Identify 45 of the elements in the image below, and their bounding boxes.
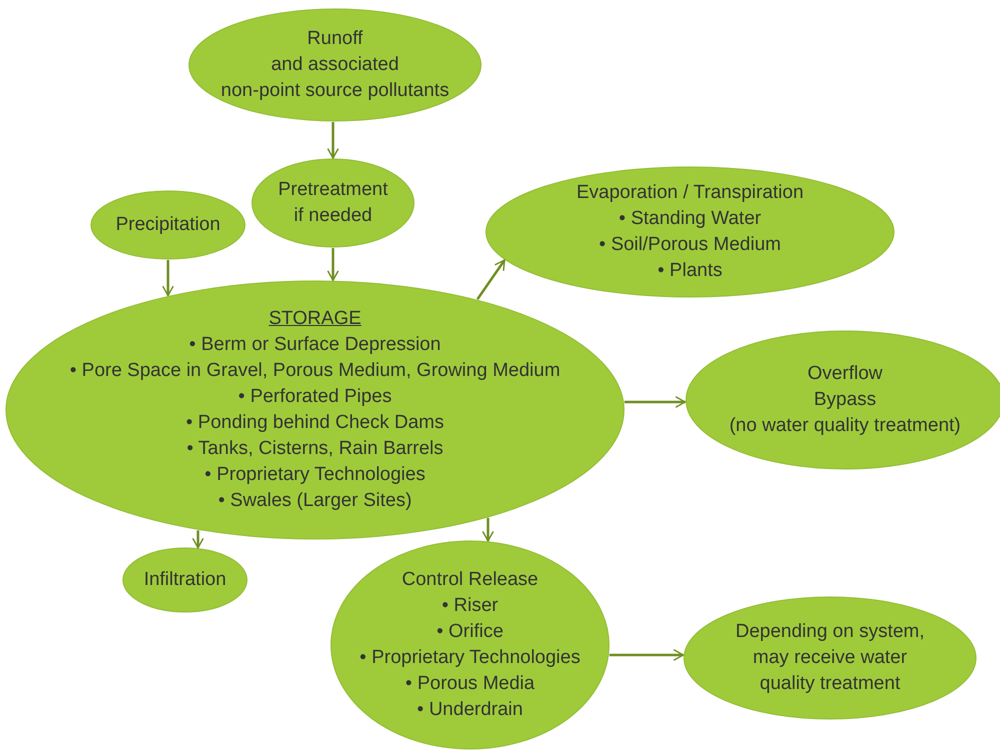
list-item: • Porous Media — [405, 672, 535, 696]
node-text: Pretreatment — [278, 178, 388, 202]
arrow — [476, 259, 506, 300]
list-item: • Underdrain — [417, 698, 523, 722]
node-text: (no water quality treatment) — [729, 414, 961, 438]
list-item: • Ponding behind Check Dams — [186, 411, 444, 435]
list-item: • Swales (Larger Sites) — [218, 489, 412, 513]
oval-node — [5, 280, 625, 540]
list-item: • Plants — [658, 259, 722, 283]
node-text: if needed — [294, 204, 372, 228]
arrow — [624, 396, 686, 408]
arrow — [327, 248, 339, 281]
arrow — [162, 260, 174, 296]
oval-node — [90, 190, 246, 260]
list-item: • Berm or Surface Depression — [189, 333, 441, 357]
node-text: Evaporation / Transpiration — [576, 181, 804, 205]
oval-node — [330, 540, 610, 750]
list-item: • Pore Space in Gravel, Porous Medium, Growing Medium — [70, 359, 560, 383]
list-item: • Riser — [442, 594, 498, 618]
heading: STORAGE — [268, 307, 362, 331]
list-item: • Perforated Pipes — [238, 385, 392, 409]
node-text: Overflow — [808, 362, 882, 386]
node-text: Control Release — [402, 568, 538, 592]
arrow — [482, 518, 494, 542]
arrow — [327, 122, 339, 159]
node-text: Runoff — [307, 27, 363, 51]
node-text: Bypass — [814, 388, 876, 412]
list-item: • Standing Water — [618, 207, 762, 231]
node-text: Depending on system, may receive water quality treatment — [734, 620, 926, 696]
oval-node — [683, 596, 977, 720]
list-item: • Proprietary Technologies — [360, 646, 580, 670]
node-text: Infiltration — [144, 568, 226, 592]
oval-node — [122, 547, 248, 613]
arrow — [192, 530, 204, 548]
oval-node — [251, 158, 415, 248]
oval-node — [485, 166, 895, 298]
oval-node — [188, 8, 482, 122]
node-text: and associated — [271, 53, 399, 77]
list-item: • Tanks, Cisterns, Rain Barrels — [186, 437, 444, 461]
node-text: Precipitation — [116, 213, 220, 237]
list-item: • Proprietary Technologies — [204, 463, 426, 487]
list-item: • Orifice — [436, 620, 504, 644]
list-item: • Soil/Porous Medium — [599, 233, 781, 257]
arrow — [609, 649, 684, 661]
node-text: non-point source pollutants — [220, 79, 450, 103]
